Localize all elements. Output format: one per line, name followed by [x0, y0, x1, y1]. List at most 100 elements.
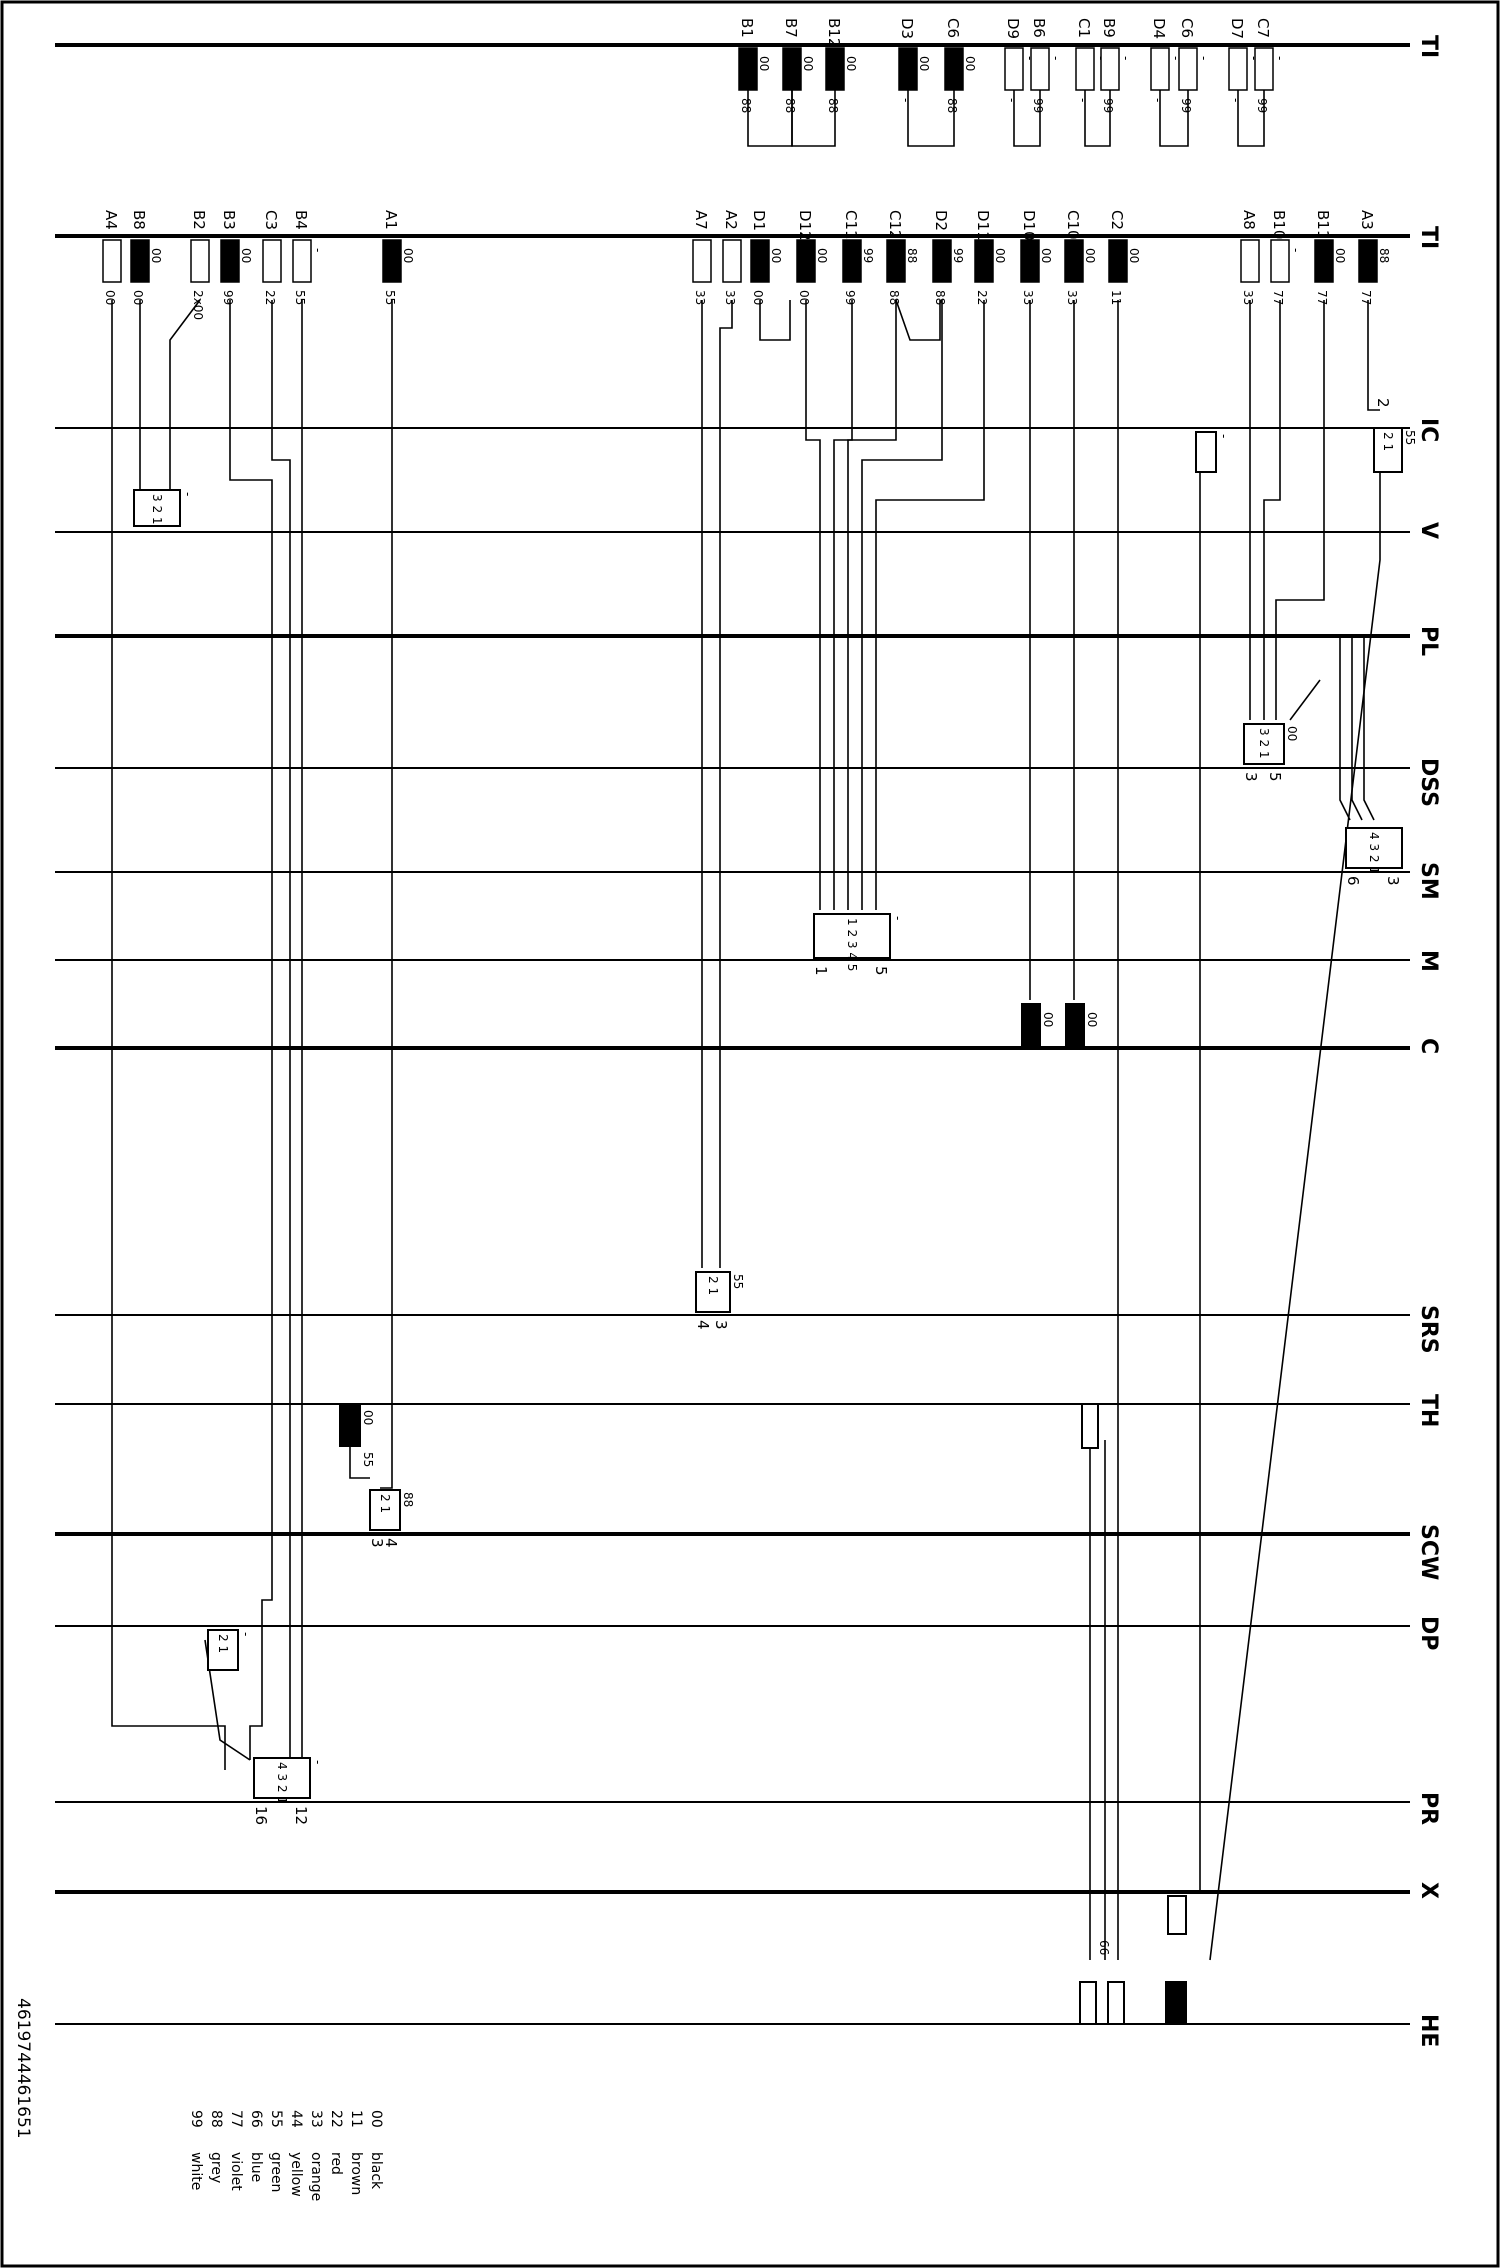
- connector-th-a: [339, 1403, 361, 1447]
- pin-wire-color: 88: [887, 290, 901, 305]
- pin-wire-color: 22: [263, 290, 277, 305]
- legend-code-22: 22: [328, 2110, 344, 2128]
- pin-label: C3: [262, 210, 280, 230]
- pin-code: 00: [239, 248, 253, 263]
- pin-terminal: [130, 239, 150, 283]
- pin-wire-color: 88: [945, 98, 959, 113]
- wire-d1-loop: [759, 300, 791, 341]
- top-pin-d4: D4--: [1150, 18, 1183, 102]
- connector-num-b: 3: [712, 1320, 730, 1330]
- pin-label: C2: [1108, 210, 1126, 230]
- pin-wire-color: 33: [723, 290, 737, 305]
- wire-top-loop-2: [907, 90, 955, 147]
- bus-label-ic: IC: [1416, 418, 1441, 442]
- connector-code: 88: [401, 1492, 415, 1507]
- connector-pins: 1 2 3 4 5: [845, 918, 859, 971]
- connector-pins: 4 3 2 1: [1367, 832, 1381, 874]
- connector-code: -: [1217, 434, 1231, 438]
- pin-code: -: [1049, 56, 1063, 60]
- pin-code: 00: [769, 248, 783, 263]
- connector-th-b-code: 55: [361, 1452, 375, 1467]
- bus-label-he: HE: [1416, 2014, 1441, 2047]
- connector-num-a: 16: [252, 1806, 270, 1825]
- pin-wire-color: 22: [975, 290, 989, 305]
- pin-terminal: [692, 239, 712, 283]
- connector-he-a: [1079, 1981, 1097, 2025]
- legend-color-red: red: [328, 2152, 344, 2175]
- wire-b10: [1263, 300, 1281, 720]
- second-connector-pins: A400B80000B22x00B30099C322B4-55A10055A73…: [102, 210, 1391, 320]
- pin-terminal: [738, 47, 758, 91]
- pin-wire-color: 77: [1359, 290, 1373, 305]
- connector-c-b-code: 00: [1085, 1012, 1099, 1027]
- pin-wire-color: 88: [826, 98, 840, 113]
- pin-terminal: [750, 239, 770, 283]
- wire-c12: [847, 300, 897, 910]
- pin-label: B1: [738, 18, 756, 38]
- connector-body: [813, 913, 891, 959]
- pin-wire-color: 99: [221, 290, 235, 305]
- pin-wire-color: -: [1005, 98, 1019, 102]
- wire-c11: [833, 300, 853, 910]
- pin-code: -: [1289, 248, 1303, 252]
- legend-color-white: white: [188, 2152, 204, 2190]
- pin-terminal: [190, 239, 210, 283]
- pin-terminal: [1314, 239, 1334, 283]
- wire-dp-pr: [204, 1639, 251, 1761]
- pin-label: C6: [1178, 18, 1196, 38]
- pin-label: B6: [1030, 18, 1048, 38]
- bus-label-th: TH: [1416, 1394, 1441, 1427]
- pin-terminal: [1228, 47, 1248, 91]
- pin-code: 00: [757, 56, 771, 71]
- wire-pl-sm-3: [1363, 636, 1375, 821]
- pin-terminal: [944, 47, 964, 91]
- wire-b11: [1275, 300, 1325, 720]
- pin-label: B8: [130, 210, 148, 230]
- pin-label: B7: [782, 18, 800, 38]
- wire-top-loop-1: [791, 90, 836, 147]
- connector-he-code: 66: [1097, 1940, 1111, 1955]
- pin-terminal: [932, 239, 952, 283]
- pin-label: C11: [842, 210, 860, 240]
- connector-body: [369, 1489, 401, 1531]
- pin-code: 99: [861, 248, 875, 263]
- pin-code: 88: [905, 248, 919, 263]
- pin-code: 00: [401, 248, 415, 263]
- pin-terminal: [886, 239, 906, 283]
- legend-code-99: 99: [188, 2110, 204, 2128]
- pin-terminal: [825, 47, 845, 91]
- wire-ic-he: [1209, 440, 1381, 1961]
- pin-wire-color: 11: [1109, 290, 1123, 305]
- pin-terminal: [1100, 47, 1120, 91]
- pin-wire-color: 99: [843, 290, 857, 305]
- pin-terminal: [1240, 239, 1260, 283]
- pin-label: B10: [1270, 210, 1288, 239]
- top-pin-c1: C1--: [1075, 18, 1108, 102]
- document-number: 4619744461651: [13, 1998, 33, 2139]
- wire-a1: [380, 300, 393, 1489]
- pin-label: A4: [102, 210, 120, 230]
- bus-label-ti: TI: [1416, 35, 1441, 58]
- pin-label: D1: [750, 210, 768, 231]
- pin-terminal: [1358, 239, 1378, 283]
- connector-pins: 4 3 2 1: [275, 1762, 289, 1804]
- pin-code: 00: [815, 248, 829, 263]
- pin-code: -: [1247, 56, 1261, 60]
- wire-b2: [169, 299, 201, 490]
- connector-num-b: 12: [292, 1806, 310, 1825]
- pin-code: 00: [1039, 248, 1053, 263]
- legend-code-55: 55: [268, 2110, 284, 2128]
- pin-terminal: [782, 47, 802, 91]
- pin-terminal: [1004, 47, 1024, 91]
- bus-label-scw: SCW: [1416, 1524, 1441, 1580]
- bus-label-srs: SRS: [1416, 1305, 1441, 1354]
- connector-he-b: [1107, 1981, 1125, 2025]
- pin-label: A8: [1240, 210, 1258, 230]
